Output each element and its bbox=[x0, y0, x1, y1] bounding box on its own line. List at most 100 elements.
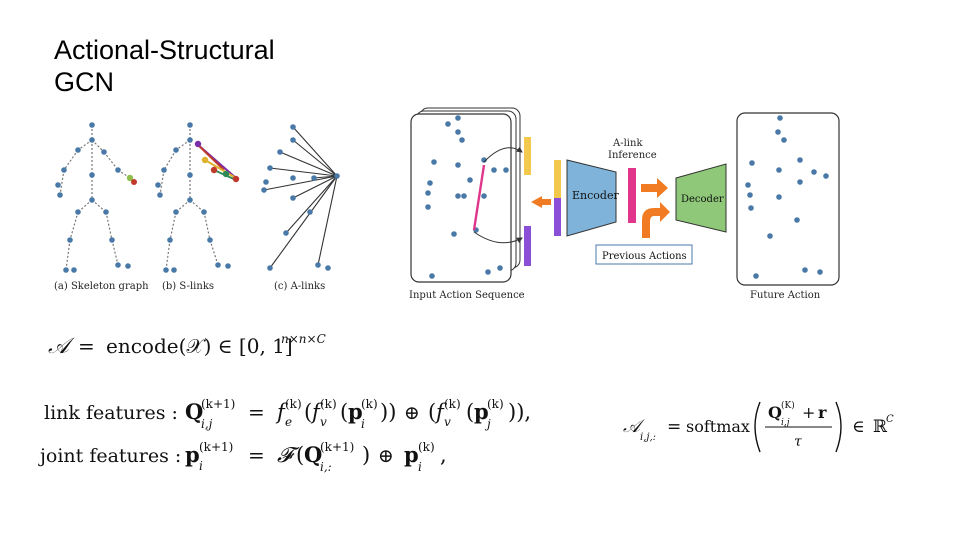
input-arrow-upper bbox=[483, 146, 523, 163]
skeleton-graph-joints bbox=[55, 122, 131, 273]
link-paren1: ( bbox=[304, 400, 312, 424]
feature-bar-purple-bottom bbox=[524, 226, 531, 266]
a-links-figure bbox=[263, 126, 338, 269]
decoder-label: Decoder bbox=[681, 194, 724, 205]
link-Q-sup: (k+1) bbox=[201, 397, 235, 411]
softmax-in: ∈ bbox=[852, 417, 865, 437]
caption-s-links: (b) S-links bbox=[162, 281, 214, 292]
joint-comma: , bbox=[440, 443, 447, 467]
joint-oplus: ⊕ bbox=[378, 445, 394, 467]
link-p-i-sub: i bbox=[361, 417, 365, 431]
input-sequence-label: Input Action Sequence bbox=[409, 290, 525, 301]
link-paren3: ( bbox=[428, 400, 436, 424]
orange-arrow-to-decoder bbox=[641, 178, 668, 198]
orange-arrow-previous-actions bbox=[642, 202, 670, 238]
link-p-j-sup: (k) bbox=[487, 397, 504, 411]
link-fv1-sub: v bbox=[320, 415, 327, 429]
skeleton-hand-joint bbox=[126, 174, 134, 182]
link-fe-sub: e bbox=[285, 415, 292, 429]
softmax-right-paren bbox=[835, 401, 842, 453]
eq1-rhs: encode(𝒳) ∈ [0, 1] bbox=[106, 334, 293, 358]
s-links-figure bbox=[159, 125, 219, 271]
pink-link-line bbox=[472, 164, 486, 231]
eq1-superscript: n×n×C bbox=[281, 332, 326, 346]
s-links-shoulder-joint bbox=[194, 140, 202, 148]
input-sequence-stack bbox=[410, 107, 521, 283]
joint-features-label: joint features : bbox=[38, 445, 181, 467]
previous-actions-label: Previous Actions bbox=[602, 251, 687, 262]
joint-Q: Q bbox=[304, 442, 322, 467]
softmax-Q: Q bbox=[768, 403, 782, 422]
softmax-set-sup: C bbox=[886, 414, 894, 425]
previous-actions-box bbox=[595, 244, 693, 265]
link-fv2-sup: (k) bbox=[444, 397, 461, 411]
joint-p-sup: (k+1) bbox=[199, 440, 233, 454]
softmax-Q-sup: (K) bbox=[781, 400, 795, 411]
caption-skeleton-graph: (a) Skeleton graph bbox=[54, 281, 149, 292]
joint-equals: = bbox=[248, 443, 265, 467]
inference-label-line2: Inference bbox=[608, 150, 657, 161]
link-fv1: f bbox=[310, 400, 323, 424]
softmax-r: r bbox=[818, 403, 827, 422]
encoder-block bbox=[566, 159, 617, 237]
joint-p-i-sub: i bbox=[418, 460, 422, 474]
equation-softmax: 𝒜 i,j,: = softmax Q (K) i,j + r τ ∈ ℝ C bbox=[623, 400, 894, 453]
joint-Q-sub: i,: bbox=[320, 460, 332, 474]
skeleton-graph-figure bbox=[59, 125, 131, 271]
feature-bar-yellow-top bbox=[524, 137, 531, 175]
s-links-wrist-joint bbox=[210, 166, 218, 174]
joint-p-i-sup: (k) bbox=[418, 440, 435, 454]
eq1-lhs: 𝒜 bbox=[48, 334, 75, 359]
equation-encode: 𝒜 = encode(𝒳) ∈ [0, 1] n×n×C bbox=[48, 332, 326, 359]
feature-bar-yellow-mid bbox=[554, 160, 561, 198]
link-oplus: ⊕ bbox=[404, 402, 420, 424]
link-p-j: p bbox=[474, 399, 489, 424]
link-close1: )) bbox=[380, 400, 396, 424]
link-Q: Q bbox=[185, 399, 203, 424]
softmax-equals: = bbox=[667, 417, 681, 437]
softmax-A-sub: i,j,: bbox=[640, 432, 656, 443]
future-action-box bbox=[736, 112, 840, 286]
link-paren2: ( bbox=[340, 400, 348, 424]
equation-link-features: link features : Q (k+1) i,j = f (k) e ( … bbox=[44, 397, 531, 431]
softmax-left-paren bbox=[754, 401, 761, 453]
softmax-word: softmax bbox=[686, 417, 750, 436]
link-fv2-sub: v bbox=[444, 415, 451, 429]
link-Q-sub: i,j bbox=[201, 417, 213, 431]
joint-p-i: p bbox=[404, 442, 419, 467]
joint-Q-sup: (k+1) bbox=[320, 440, 354, 454]
caption-a-links: (c) A-links bbox=[274, 281, 325, 292]
joint-close1: ) bbox=[362, 443, 370, 467]
orange-arrow-to-encoder bbox=[531, 196, 551, 208]
a-link-inference-bar bbox=[628, 168, 636, 223]
softmax-set: ℝ bbox=[873, 417, 888, 437]
slide-title-line1: Actional-Structural bbox=[54, 35, 275, 65]
a-links-joints bbox=[261, 124, 340, 271]
link-fv1-sup: (k) bbox=[320, 397, 337, 411]
future-action-label: Future Action bbox=[750, 290, 821, 301]
link-close2: )), bbox=[508, 400, 531, 424]
joint-p-sub: i bbox=[199, 459, 203, 473]
eq1-equals: = bbox=[78, 334, 95, 358]
input-arrow-lower bbox=[473, 231, 523, 244]
softmax-plus: + bbox=[802, 403, 815, 422]
link-features-label: link features : bbox=[44, 402, 178, 424]
link-p-j-sub: j bbox=[484, 417, 491, 431]
s-links-colored-edges bbox=[195, 142, 237, 181]
feature-bar-purple-mid bbox=[554, 198, 561, 236]
link-paren4: ( bbox=[466, 400, 474, 424]
skeleton-hand-joint-red bbox=[131, 179, 137, 185]
softmax-Q-sub: i,j bbox=[781, 418, 790, 428]
softmax-tau: τ bbox=[794, 434, 802, 450]
joint-paren1: ( bbox=[296, 443, 304, 467]
link-fe-sup: (k) bbox=[285, 397, 302, 411]
slide-title-line2: GCN bbox=[54, 67, 114, 97]
slide-title: Actional-Structural GCN bbox=[54, 34, 275, 98]
s-links-tip-joint bbox=[232, 175, 240, 183]
link-equals: = bbox=[248, 400, 265, 424]
s-links-elbow-joint bbox=[201, 156, 209, 164]
inference-label-line1: A-link bbox=[612, 138, 643, 149]
future-action-joints bbox=[745, 115, 829, 279]
softmax-A: 𝒜 bbox=[623, 416, 645, 437]
